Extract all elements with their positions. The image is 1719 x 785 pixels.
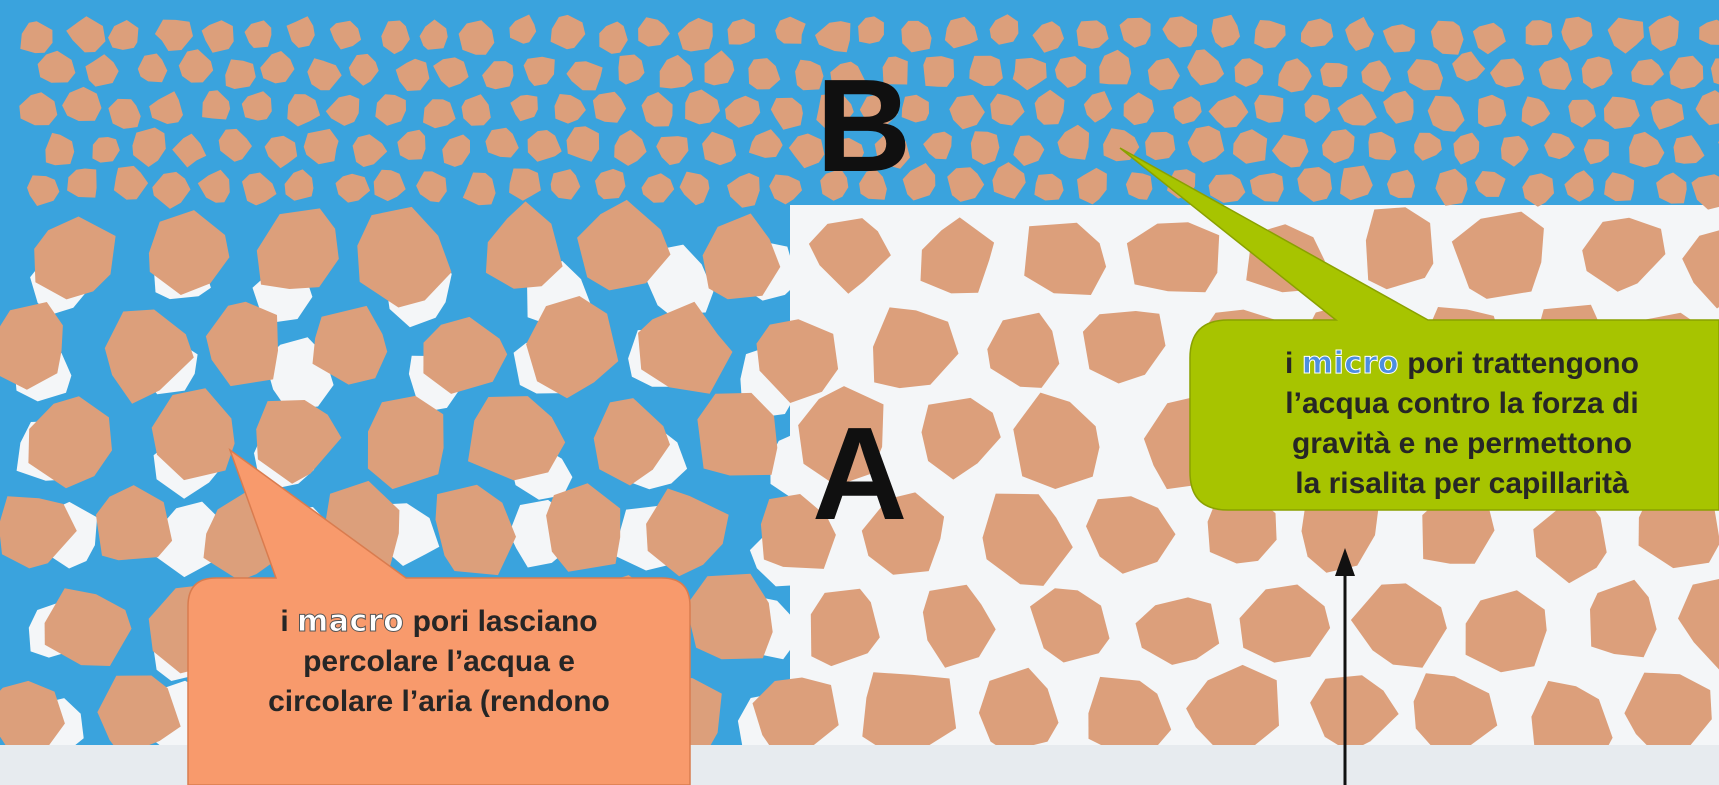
micro-callout-line2: l’acqua contro la forza di bbox=[1202, 384, 1719, 424]
macro-callout-line3: circolare l’aria (rendono bbox=[188, 682, 690, 722]
macro-pores-callout: i macro pori lasciano percolare l’acqua … bbox=[188, 578, 690, 785]
layer-label-b: B bbox=[816, 60, 911, 192]
macro-callout-line2: percolare l’acqua e bbox=[188, 642, 690, 682]
micro-pores-callout: i micro pori trattengono l’acqua contro … bbox=[1190, 320, 1719, 510]
fine-soil-particle bbox=[1254, 95, 1283, 123]
fine-soil-particle bbox=[971, 131, 1000, 165]
macro-callout-line1: i macro pori lasciano bbox=[188, 602, 690, 642]
capillary-rise-arrow bbox=[1325, 548, 1365, 785]
micro-keyword: micro bbox=[1302, 346, 1399, 381]
fine-soil-particle bbox=[1478, 95, 1506, 127]
fine-soil-particle bbox=[1526, 20, 1553, 45]
micro-callout-line3: gravità e ne permettono bbox=[1202, 424, 1719, 464]
layer-label-a: A bbox=[812, 408, 907, 540]
micro-callout-line1: i micro pori trattengono bbox=[1202, 344, 1719, 384]
micro-callout-line4: la risalita per capillarità bbox=[1202, 464, 1719, 504]
fine-soil-particle bbox=[923, 56, 954, 87]
coarse-soil-particle bbox=[368, 396, 444, 489]
coarse-soil-particle bbox=[1366, 207, 1433, 289]
macro-keyword: macro bbox=[297, 604, 404, 639]
